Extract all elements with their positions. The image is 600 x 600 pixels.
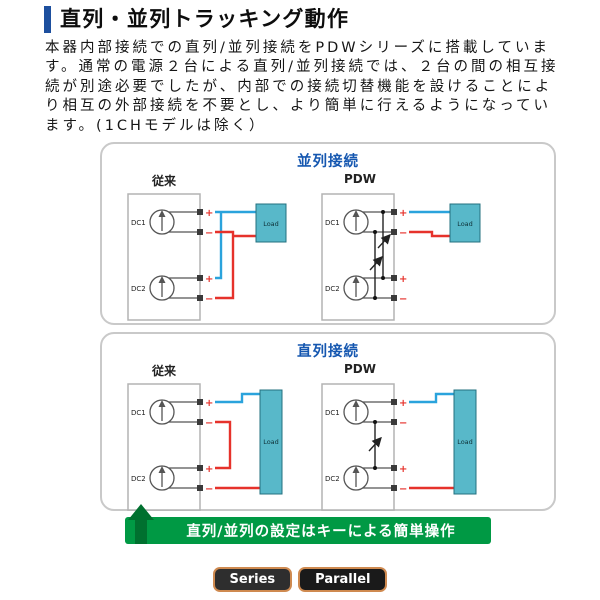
load-box	[255, 203, 287, 243]
diagram-parallel-pdw: PDW	[312, 172, 494, 326]
pdw-label: PDW	[344, 362, 376, 376]
circuit-parallel-conventional	[127, 193, 287, 321]
load-box	[449, 203, 481, 243]
feature-banner: 直列/並列の設定はキーによる簡単操作	[125, 504, 491, 544]
power-supply-unit	[321, 383, 409, 511]
series-connection-panel: 直列接続 従来 PDW	[100, 332, 556, 511]
banner-text: 直列/並列の設定はキーによる簡単操作	[186, 524, 456, 540]
intro-text-line: ます。(1CHモデルは除く）	[45, 117, 267, 134]
up-arrow-icon	[128, 504, 154, 544]
circuit-series-pdw	[321, 383, 477, 511]
power-supply-unit	[127, 193, 215, 321]
pdw-label: PDW	[344, 172, 376, 186]
diagram-parallel-conventional: 従来	[118, 172, 300, 326]
key-buttons-row: Series Parallel	[0, 567, 600, 592]
parallel-key-button[interactable]: Parallel	[298, 567, 388, 592]
page-title: 直列・並列トラッキング動作	[60, 7, 350, 31]
junction-dot	[373, 230, 377, 234]
junction-dot	[381, 210, 385, 214]
page-header: 直列・並列トラッキング動作	[44, 6, 349, 33]
circuit-series-conventional	[127, 383, 283, 511]
wire-positive	[215, 392, 260, 404]
wire-positive	[409, 392, 454, 404]
series-key-button[interactable]: Series	[212, 567, 293, 592]
junction-dot	[373, 296, 377, 300]
junction-dot	[373, 466, 377, 470]
switch-arrow-icon	[377, 233, 391, 249]
load-box	[453, 389, 477, 495]
wire-negative	[409, 230, 450, 238]
wire-negative	[215, 230, 235, 300]
junction-dot	[373, 420, 377, 424]
switch-arrow-icon	[368, 436, 382, 452]
parallel-connection-panel: 並列接続 従来 PDW	[100, 142, 556, 325]
intro-text-line: 本器内部接続での直列/並列接続をPDWシリーズに搭載していま	[45, 40, 550, 56]
title-accent-bar	[44, 6, 51, 33]
diagram-series-pdw: PDW	[312, 362, 494, 516]
conventional-label: 従来	[152, 364, 177, 378]
intro-text-line: り相互の外部接続を不要とし、より簡単に行えるようになってい	[45, 98, 552, 115]
intro-text-line: す。通常の電源２台による直列/並列接続では、２台の間の相互接	[45, 59, 559, 76]
switch-arrow-icon	[369, 255, 383, 271]
intro-text-line: 続が別途必要でしたが、内部での接続切替機能を設けることによ	[45, 78, 553, 95]
wire-positive-link	[215, 212, 223, 280]
conventional-label: 従来	[152, 174, 177, 188]
wire-series-jumper	[215, 420, 232, 470]
panel-title-parallel: 並列接続	[297, 154, 359, 170]
parallel-diagram-row: 従来 PDW	[102, 172, 554, 326]
power-supply-unit	[321, 193, 409, 321]
series-diagram-row: 従来 PDW	[102, 362, 554, 516]
power-supply-unit	[127, 383, 215, 511]
junction-dot	[381, 276, 385, 280]
intro-paragraph: 本器内部接続での直列/並列接続をPDWシリーズに搭載していま す。通常の電源２台…	[45, 39, 559, 136]
load-box	[259, 389, 283, 495]
circuit-parallel-pdw	[321, 193, 481, 321]
panel-title-series: 直列接続	[297, 344, 359, 360]
diagram-series-conventional: 従来	[118, 362, 300, 516]
